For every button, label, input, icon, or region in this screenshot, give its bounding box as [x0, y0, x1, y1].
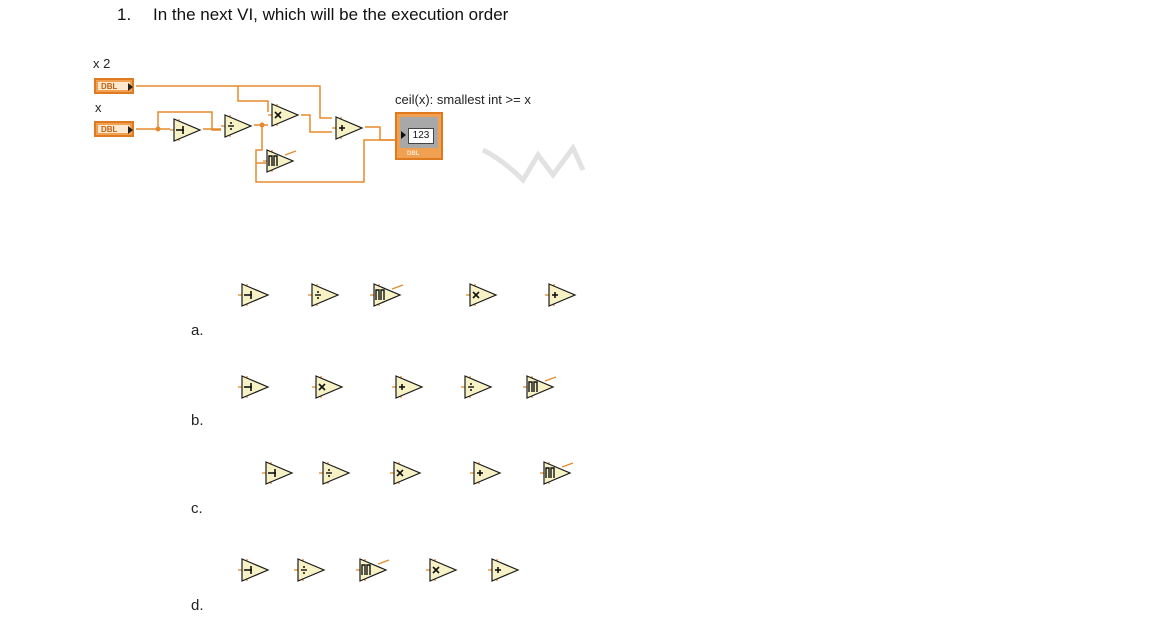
option-letter: c. [191, 500, 203, 517]
option-letter: b. [191, 412, 204, 429]
divide-node-icon [461, 374, 495, 400]
ceiling-node-icon [370, 282, 404, 308]
terminal-arrow-icon [128, 83, 133, 91]
terminal-arrow-icon [128, 126, 133, 134]
ceiling-node-icon[interactable] [263, 148, 297, 174]
decrement-node-icon [262, 460, 296, 486]
decrement-node-icon[interactable] [170, 117, 204, 143]
terminal-type-label: DBL [98, 125, 130, 134]
terminal-type-label: DBL [98, 82, 130, 91]
add-node-icon [545, 282, 579, 308]
multiply-node-icon [466, 282, 500, 308]
decrement-node-icon [238, 557, 272, 583]
multiply-node-icon [312, 374, 346, 400]
watermark-mark [481, 143, 586, 185]
divide-node-icon[interactable] [221, 113, 255, 139]
ceiling-node-icon [356, 557, 390, 583]
add-node-icon [488, 557, 522, 583]
multiply-node-icon [390, 460, 424, 486]
add-node-icon[interactable] [332, 115, 366, 141]
option-letter: d. [191, 597, 204, 614]
decrement-node-icon [238, 282, 272, 308]
add-node-icon [470, 460, 504, 486]
option-letter: a. [191, 322, 204, 339]
control-x-terminal[interactable]: DBL [94, 121, 134, 137]
question-text: In the next VI, which will be the execut… [153, 5, 509, 24]
multiply-node-icon[interactable] [268, 102, 302, 128]
indicator-label: ceil(x): smallest int >= x [395, 92, 531, 107]
ceiling-node-icon [523, 374, 557, 400]
divide-node-icon [294, 557, 328, 583]
control-x2-terminal[interactable]: DBL [94, 78, 134, 94]
control-x-label: x [95, 100, 102, 115]
divide-node-icon [319, 460, 353, 486]
indicator-terminal[interactable]: 123 DBL [395, 112, 443, 160]
indicator-value: 123 [408, 128, 434, 144]
diagram-wires [136, 85, 395, 183]
divide-node-icon [308, 282, 342, 308]
ceiling-node-icon [540, 460, 574, 486]
multiply-node-icon [426, 557, 460, 583]
indicator-type-label: DBL [407, 151, 420, 157]
indicator-arrow-icon [401, 131, 406, 139]
decrement-node-icon [238, 374, 272, 400]
control-x2-label: x 2 [93, 56, 111, 71]
add-node-icon [392, 374, 426, 400]
question-number: 1. [117, 5, 132, 24]
